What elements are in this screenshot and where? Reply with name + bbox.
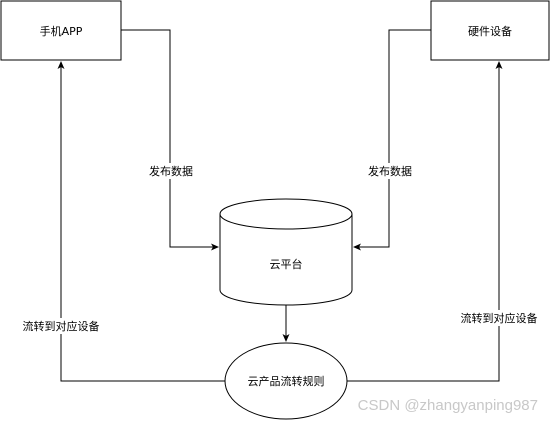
edge-label-bg (144, 163, 198, 179)
node-phone-app-label: 手机APP (40, 24, 83, 38)
node-flow-rule[interactable]: 云产品流转规则 (224, 342, 348, 420)
edge-label-bg (363, 163, 417, 179)
edge-phone-to-cloud (121, 29, 219, 251)
edge-rule-to-phone (57, 61, 225, 382)
edge-label-bg (453, 310, 547, 326)
node-cloud-platform[interactable]: 云平台 (219, 198, 353, 306)
watermark-text: CSDN @zhangyanping987 (358, 397, 538, 414)
node-cloud-platform-label: 云平台 (270, 257, 303, 271)
edge-rule-to-hardware (347, 61, 503, 382)
edge-label-forward-left: 流转到对应设备 (23, 319, 100, 333)
edge-label-publish-left: 发布数据 (149, 164, 193, 178)
edge-label-publish-right: 发布数据 (368, 164, 412, 178)
node-hardware[interactable]: 硬件设备 (430, 0, 550, 61)
node-hardware-label: 硬件设备 (468, 24, 512, 38)
edge-hardware-to-cloud (353, 29, 431, 251)
edge-label-bg (14, 318, 110, 334)
node-flow-rule-label: 云产品流转规则 (248, 374, 325, 388)
node-phone-app[interactable]: 手机APP (0, 0, 122, 61)
edge-label-forward-right: 流转到对应设备 (461, 311, 538, 325)
